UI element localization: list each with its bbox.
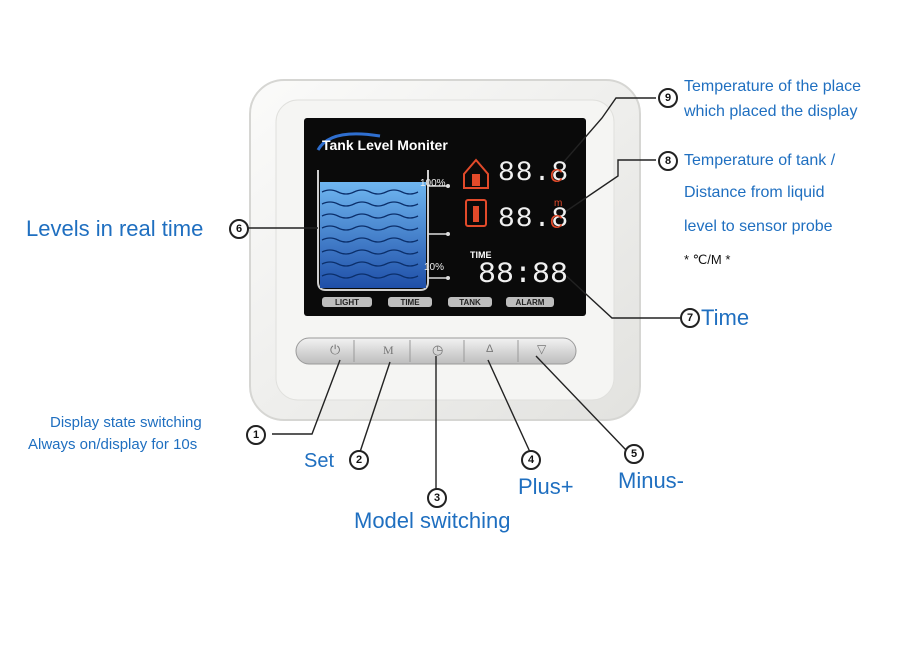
tab-tank: TANK: [459, 298, 481, 307]
water-level-fill: [320, 182, 426, 288]
callout-1-line1: Display state switching: [50, 414, 202, 431]
water-waves: [321, 189, 419, 279]
tank-temperature-value: 88.8: [498, 204, 570, 235]
callout-2-label: Set: [304, 450, 335, 472]
brand-swoosh: [316, 132, 381, 151]
callout-8-line1: Temperature of tank /: [684, 152, 836, 169]
time-label: TIME: [470, 250, 492, 260]
callout-3-label: Model switching: [354, 508, 511, 533]
callout-8-line2: Distance from liquid: [684, 184, 825, 201]
room-temp-unit: C: [550, 166, 563, 186]
tank-unit-m: m: [554, 198, 563, 209]
callout-3-number: 3: [427, 488, 447, 508]
tank-temp-unit: C: [550, 212, 563, 232]
minus-button-icon[interactable]: ▽: [537, 342, 547, 356]
callout-4-label: Plus+: [518, 474, 574, 499]
room-temperature-value: 88.8: [498, 158, 570, 189]
callout-5-number: 5: [624, 444, 644, 464]
house-icon: [463, 158, 489, 189]
tab-alarm: ALARM: [515, 298, 545, 307]
callout-8-unit-note: * ℃/M *: [684, 252, 731, 267]
callout-7-number: 7: [680, 308, 700, 328]
tab-light: LIGHT: [335, 298, 359, 307]
plus-button-icon[interactable]: Δ: [486, 343, 494, 355]
callout-9-number: 9: [658, 88, 678, 108]
callout-6-label: Levels in real time: [26, 216, 204, 241]
time-value: 88:88: [478, 258, 569, 292]
tank-thermometer-icon: [465, 199, 487, 227]
mode-button-icon[interactable]: ◷: [432, 342, 444, 357]
leader-lines: [248, 97, 680, 490]
callout-8-line3: level to sensor probe: [684, 218, 833, 235]
tank-outline: [317, 170, 429, 291]
callout-9-line1: Temperature of the place: [684, 78, 861, 95]
level-mark-100: 100%: [420, 178, 446, 189]
callout-7-label: Time: [701, 305, 750, 330]
tab-time: TIME: [400, 298, 420, 307]
callout-1-line2: Always on/display for 10s: [28, 436, 198, 453]
brand-title: Tank Level Moniter: [322, 137, 448, 153]
tab-pills: [322, 297, 554, 307]
set-button-icon[interactable]: M: [383, 343, 394, 357]
level-mark-10: 10%: [424, 262, 445, 273]
callout-5-label: Minus-: [618, 468, 685, 493]
callout-8-number: 8: [658, 151, 678, 171]
power-button-icon[interactable]: ⏻: [330, 342, 341, 357]
callout-4-number: 4: [521, 450, 541, 470]
callout-2-number: 2: [349, 450, 369, 470]
callout-6-number: 6: [229, 219, 249, 239]
callout-1-number: 1: [246, 425, 266, 445]
callout-9-line2: which placed the display: [684, 103, 858, 120]
